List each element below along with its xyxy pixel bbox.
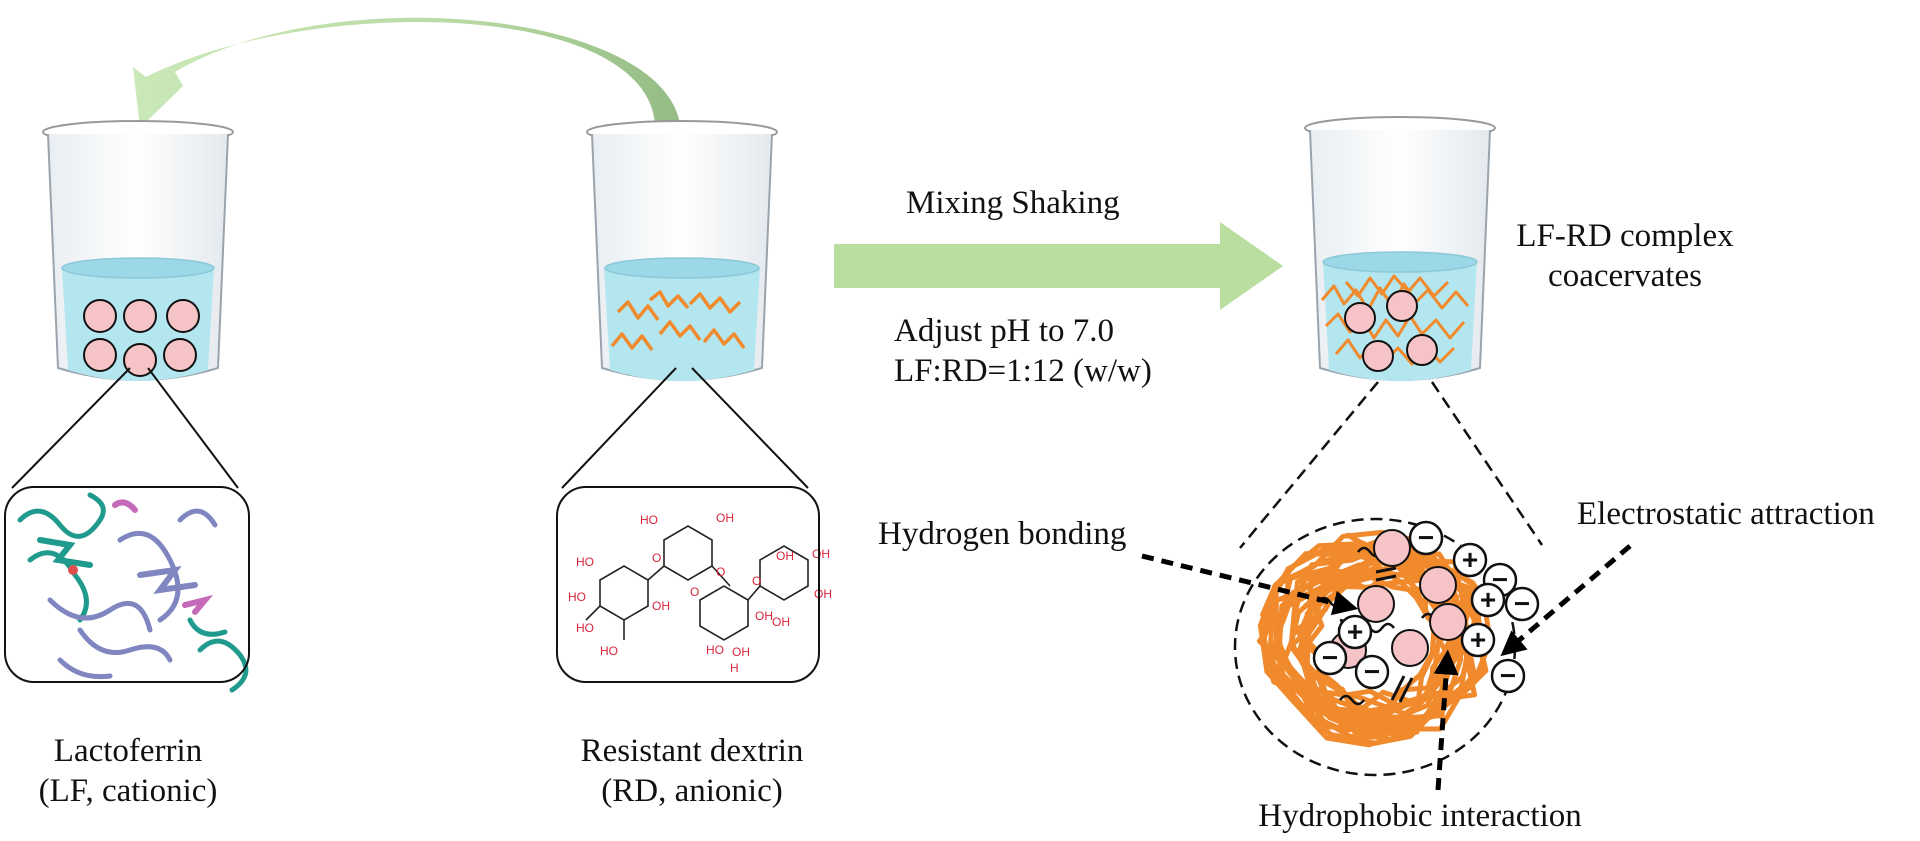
dextrin-beaker [561, 120, 809, 489]
positive-charge [1337, 614, 1373, 650]
atom-label: OH [755, 609, 773, 623]
polymer-strand [1304, 561, 1450, 719]
dextrin-chemical-structure [585, 525, 809, 641]
negative-charge-sign: − [1322, 642, 1338, 673]
dextrin-label: Resistant dextrin (RD, anionic) [581, 731, 804, 811]
negative-charge [1354, 654, 1390, 690]
mixing-shaking-label: Mixing Shaking [906, 185, 1120, 221]
atom-label: HO [640, 513, 658, 527]
hydrophobic-arrow [1433, 649, 1459, 791]
dextrin-name: Resistant dextrin [580, 733, 804, 769]
positive-charge-sign: + [1462, 544, 1478, 575]
hydrophobic-interaction-label: Hydrophobic interaction [1258, 798, 1582, 834]
atom-label: H [730, 661, 739, 675]
lactoferrin-name: Lactoferrin [53, 733, 203, 769]
ph-condition: Adjust pH to 7.0 [894, 313, 1115, 349]
atom-label: OH [776, 549, 794, 563]
atom-label: HO [706, 643, 724, 657]
positive-charge [1460, 622, 1496, 658]
atom-label: O [690, 585, 699, 599]
atom-label: OH [732, 645, 750, 659]
positive-charge-sign: + [1470, 624, 1486, 655]
negative-charge-sign: − [1364, 656, 1380, 687]
lactoferrin-beaker [11, 120, 239, 489]
atom-label: O [752, 574, 761, 588]
atom-label: OH [772, 615, 790, 629]
dextrin-solution [604, 268, 760, 381]
dextrin-polymer-chains [610, 290, 746, 352]
hydrogen-bonding-label: Hydrogen bonding [878, 516, 1127, 552]
protein-spheres [1329, 529, 1467, 669]
product-name: LF-RD complex [1516, 218, 1734, 254]
dextrin-structure-inset [556, 486, 820, 683]
negative-charge [1408, 520, 1444, 556]
lactoferrin-charge-note: (LF, cationic) [38, 773, 218, 809]
negative-charge [1490, 658, 1526, 694]
atom-label: HO [576, 555, 594, 569]
electrostatic-attraction-label: Electrostatic attraction [1577, 496, 1875, 532]
positive-charge [1452, 542, 1488, 578]
process-arrow [834, 222, 1283, 310]
negative-charge-sign: − [1500, 660, 1516, 691]
negative-charge [1312, 640, 1348, 676]
negative-charge [1504, 586, 1540, 622]
lactoferrin-label: Lactoferrin (LF, cationic) [39, 731, 218, 811]
product-type: coacervates [1548, 258, 1702, 294]
transfer-curved-arrow [133, 17, 680, 128]
coacervate-zoom: +−+−+−+−−− [1233, 517, 1540, 777]
negative-charge-sign: − [1514, 588, 1530, 619]
complex-beaker [1239, 116, 1544, 549]
hydrogen-bonding-arrow [1141, 553, 1359, 616]
ratio-condition: LF:RD=1:12 (w/w) [894, 353, 1152, 389]
electrostatic-arrow [1500, 544, 1632, 657]
atom-label: O [716, 565, 725, 579]
atom-label: OH [812, 547, 830, 561]
negative-charge-sign: − [1418, 522, 1434, 553]
positive-charge-sign: + [1480, 584, 1496, 615]
product-label: LF-RD complex coacervates [1516, 216, 1733, 296]
atom-label: HO [576, 621, 594, 635]
atom-label: OH [716, 511, 734, 525]
charge-markers: +−+−+−+−−− [1312, 520, 1540, 694]
dextrin-charge-note: (RD, anionic) [601, 773, 783, 809]
atom-label: HO [568, 590, 586, 604]
lactoferrin-structure-inset [4, 486, 250, 683]
positive-charge [1470, 582, 1506, 618]
atom-label: HO [600, 644, 618, 658]
process-conditions: Adjust pH to 7.0 LF:RD=1:12 (w/w) [894, 311, 1152, 391]
complex-mini-coacervate [1320, 274, 1470, 372]
positive-charge-sign: + [1347, 616, 1363, 647]
atom-label: OH [652, 599, 670, 613]
atom-label: O [652, 551, 661, 565]
